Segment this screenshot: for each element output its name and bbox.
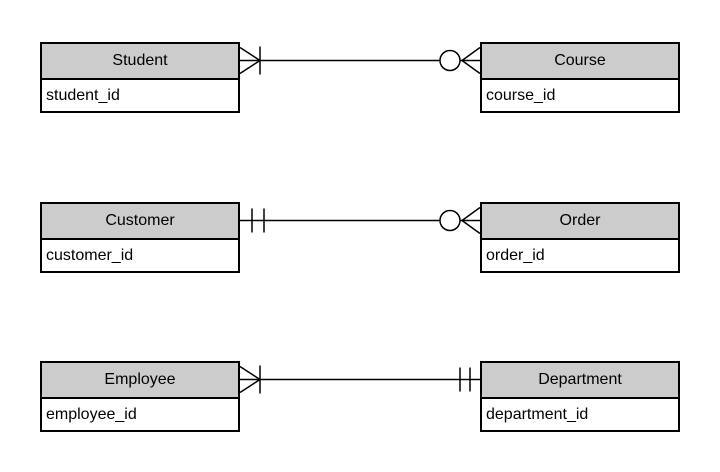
entity-order: Order order_id: [480, 202, 680, 273]
entity-customer: Customer customer_id: [40, 202, 240, 273]
entity-header: Customer: [42, 204, 238, 240]
relationship-customer-order: [240, 206, 481, 235]
entity-header: Department: [482, 363, 678, 399]
attribute-label: order_id: [486, 246, 545, 264]
attribute-label: customer_id: [46, 246, 134, 264]
relationship-student-course: [239, 46, 481, 75]
entity-course: Course course_id: [480, 42, 680, 113]
entity-department: Department department_id: [480, 361, 680, 432]
entity-header: Order: [482, 204, 678, 240]
relationship-employee-department: [239, 365, 480, 394]
attribute-label: employee_id: [46, 405, 137, 423]
entity-body: employee_id: [42, 399, 238, 430]
entity-name: Student: [112, 52, 168, 69]
crow-foot-icon: [239, 365, 261, 394]
crow-foot-icon: [461, 46, 481, 75]
entity-name: Customer: [105, 212, 175, 229]
attribute-label: department_id: [486, 405, 589, 423]
entity-name: Department: [538, 371, 622, 388]
zero-circle-icon: [439, 209, 461, 232]
entity-body: order_id: [482, 240, 678, 271]
crow-foot-icon: [239, 46, 261, 75]
crow-foot-icon: [461, 206, 481, 235]
attribute-label: course_id: [486, 86, 556, 104]
entity-body: department_id: [482, 399, 678, 430]
zero-circle-icon: [439, 49, 461, 72]
entity-body: course_id: [482, 80, 678, 111]
entity-header: Employee: [42, 363, 238, 399]
entity-header: Course: [482, 44, 678, 80]
entity-name: Order: [559, 212, 601, 229]
entity-student: Student student_id: [40, 42, 240, 113]
attribute-label: student_id: [46, 86, 120, 104]
entity-employee: Employee employee_id: [40, 361, 240, 432]
entity-body: customer_id: [42, 240, 238, 271]
entity-name: Employee: [104, 371, 176, 388]
entity-name: Course: [554, 52, 606, 69]
entity-header: Student: [42, 44, 238, 80]
entity-body: student_id: [42, 80, 238, 111]
